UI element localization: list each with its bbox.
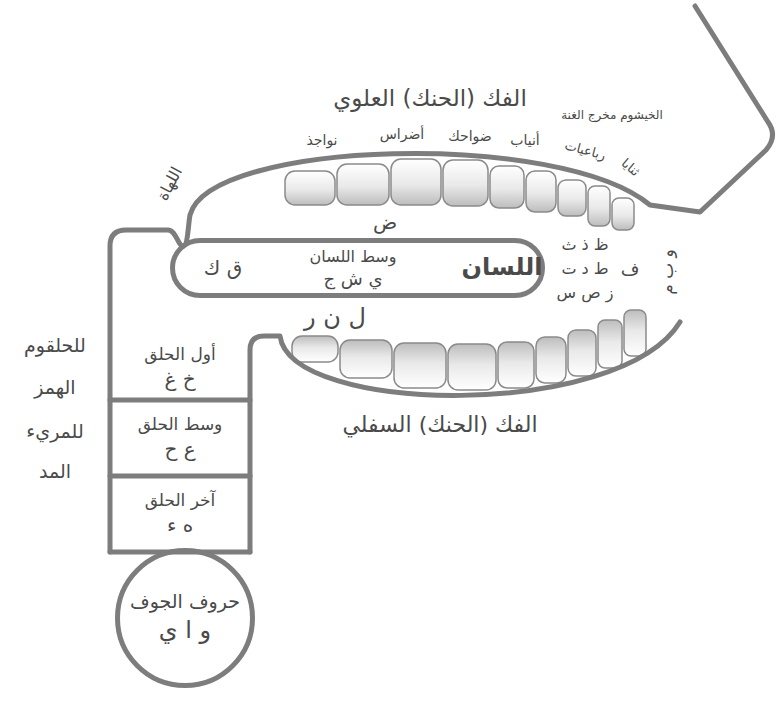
throat-divider — [110, 474, 250, 479]
letter-group: ل ن ر — [304, 304, 366, 332]
part-label: الخيشوم مخرج الغنة — [561, 109, 663, 123]
jaw-label: الفك (الحنك) السفلي — [342, 412, 537, 437]
region-name: حروف الجوف — [130, 591, 240, 613]
upper-outline — [110, 6, 773, 552]
part-label: اللهاة — [154, 164, 187, 204]
side-label: المد — [39, 461, 71, 483]
tooth-label: رباعيات — [563, 138, 607, 163]
letter-group: ظ ذ ث — [561, 236, 608, 254]
letter-group: و ا ي — [159, 617, 211, 645]
tooth-label: نواجذ — [306, 132, 337, 148]
lower-outline — [250, 322, 680, 552]
throat-region: وسط الحلق ع ح — [113, 402, 247, 474]
region-name: وسط اللسان — [310, 248, 397, 266]
letter-group: خ غ — [164, 368, 195, 391]
letter-group: ز ص س — [557, 284, 614, 302]
tooth-label: أضراس — [380, 126, 424, 142]
tooth-label: ثنايا — [618, 156, 642, 180]
tongue-capsule: اللسان وسط اللسان ي ش ج ق ك — [170, 238, 545, 298]
organ-name: اللسان — [462, 254, 543, 282]
letter-group: ط د ت — [561, 260, 608, 278]
letter-group: و ب م — [658, 249, 678, 295]
letter-group: ع ح — [164, 438, 195, 461]
region-name: وسط الحلق — [138, 415, 223, 435]
cavity-circle: حروف الجوف و ا ي — [115, 548, 255, 688]
tooth-label: أنياب — [510, 132, 539, 148]
letter-group: ق ك — [204, 257, 242, 280]
letter-group: ي ش ج — [323, 269, 382, 290]
letter-group: ض — [373, 211, 397, 234]
side-label: للمريء — [26, 421, 83, 443]
jaw-label: الفك (الحنك) العلوي — [333, 85, 527, 111]
region-name: آخر الحلق — [145, 491, 216, 511]
side-label: الهمز — [34, 377, 75, 399]
tooth-label: ضواحك — [448, 128, 491, 144]
region-name: أول الحلق — [144, 345, 215, 365]
side-label: للحلقوم — [24, 335, 86, 357]
upper-teeth — [285, 159, 634, 230]
throat-region: أول الحلق خ غ — [113, 338, 247, 398]
throat-divider — [110, 398, 250, 403]
throat-region: آخر الحلق ه ء — [113, 478, 247, 550]
letter-group: ف — [621, 259, 640, 280]
letter-group: ه ء — [167, 514, 193, 537]
